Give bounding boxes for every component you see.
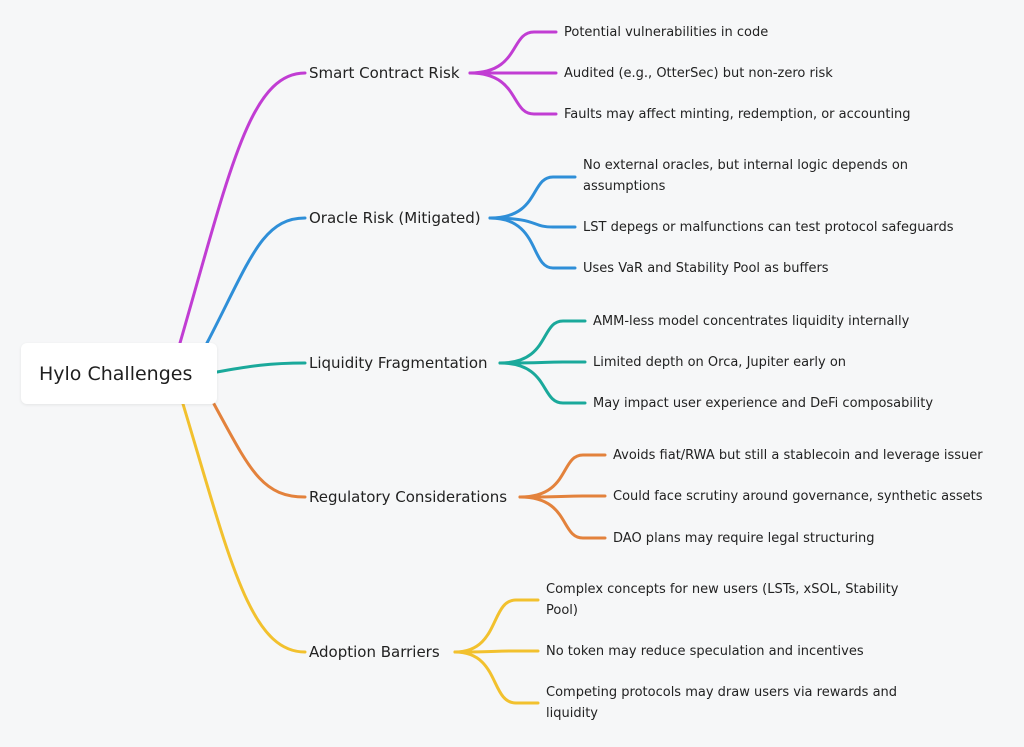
branch-label: Smart Contract Risk — [309, 64, 460, 82]
root-node[interactable]: Hylo Challenges — [21, 343, 217, 404]
leaf-smart-contract-1[interactable]: Potential vulnerabilities in code — [564, 25, 769, 40]
leaf-smart-contract-3[interactable]: Faults may affect minting, redemption, o… — [564, 107, 911, 122]
leaf-oracle-2[interactable]: LST depegs or malfunctions can test prot… — [583, 220, 954, 235]
connector-regulatory-considerations — [212, 402, 307, 499]
leaf-regulatory-2[interactable]: Could face scrutiny around governance, s… — [613, 489, 983, 504]
branch-label: Adoption Barriers — [309, 643, 440, 661]
branch-label: Regulatory Considerations — [309, 488, 508, 506]
leaf-regulatory-1[interactable]: Avoids fiat/RWA but still a stablecoin a… — [613, 448, 983, 463]
connector-adoption-barriers — [181, 402, 307, 654]
leaf-oracle-3[interactable]: Uses VaR and Stability Pool as buffers — [583, 261, 829, 276]
branch-label: Liquidity Fragmentation — [309, 354, 488, 372]
branch-oracle-risk[interactable]: Oracle Risk (Mitigated) — [309, 208, 481, 228]
connector-oracle-risk — [205, 216, 307, 345]
leaf-connector — [488, 175, 577, 220]
leaf-connector — [498, 319, 587, 365]
leaf-adoption-3[interactable]: Competing protocols may draw users via r… — [546, 685, 898, 721]
leaf-connector — [518, 494, 607, 499]
leaf-regulatory-3[interactable]: DAO plans may require legal structuring — [613, 531, 875, 546]
branch-smart-contract-risk[interactable]: Smart Contract Risk — [309, 63, 460, 83]
leaf-connector — [453, 649, 540, 654]
leaf-liquidity-2[interactable]: Limited depth on Orca, Jupiter early on — [593, 355, 847, 370]
branch-label: Oracle Risk (Mitigated) — [309, 209, 481, 227]
leaf-connector — [498, 361, 587, 405]
leaf-adoption-1[interactable]: Complex concepts for new users (LSTs, xS… — [546, 582, 899, 618]
connector-smart-contract-risk — [178, 71, 307, 345]
leaf-oracle-1[interactable]: No external oracles, but internal logic … — [583, 158, 909, 194]
leaf-connector — [468, 30, 558, 75]
branch-adoption-barriers[interactable]: Adoption Barriers — [309, 642, 440, 662]
leaf-liquidity-1[interactable]: AMM-less model concentrates liquidity in… — [593, 314, 910, 329]
leaf-smart-contract-2[interactable]: Audited (e.g., OtterSec) but non-zero ri… — [564, 66, 833, 81]
branch-regulatory-considerations[interactable]: Regulatory Considerations — [309, 487, 507, 507]
leaf-connector — [518, 495, 607, 540]
connector-liquidity-fragmentation — [215, 361, 307, 374]
leaf-liquidity-3[interactable]: May impact user experience and DeFi comp… — [593, 396, 934, 411]
leaf-connector — [453, 598, 540, 654]
leaf-connector — [488, 216, 577, 270]
leaf-adoption-2[interactable]: No token may reduce speculation and ince… — [546, 644, 864, 659]
branch-liquidity-fragmentation[interactable]: Liquidity Fragmentation — [309, 353, 488, 373]
root-label: Hylo Challenges — [39, 362, 193, 385]
leaf-connector — [518, 453, 607, 499]
leaf-connector — [468, 71, 558, 116]
leaf-connector — [453, 650, 540, 705]
